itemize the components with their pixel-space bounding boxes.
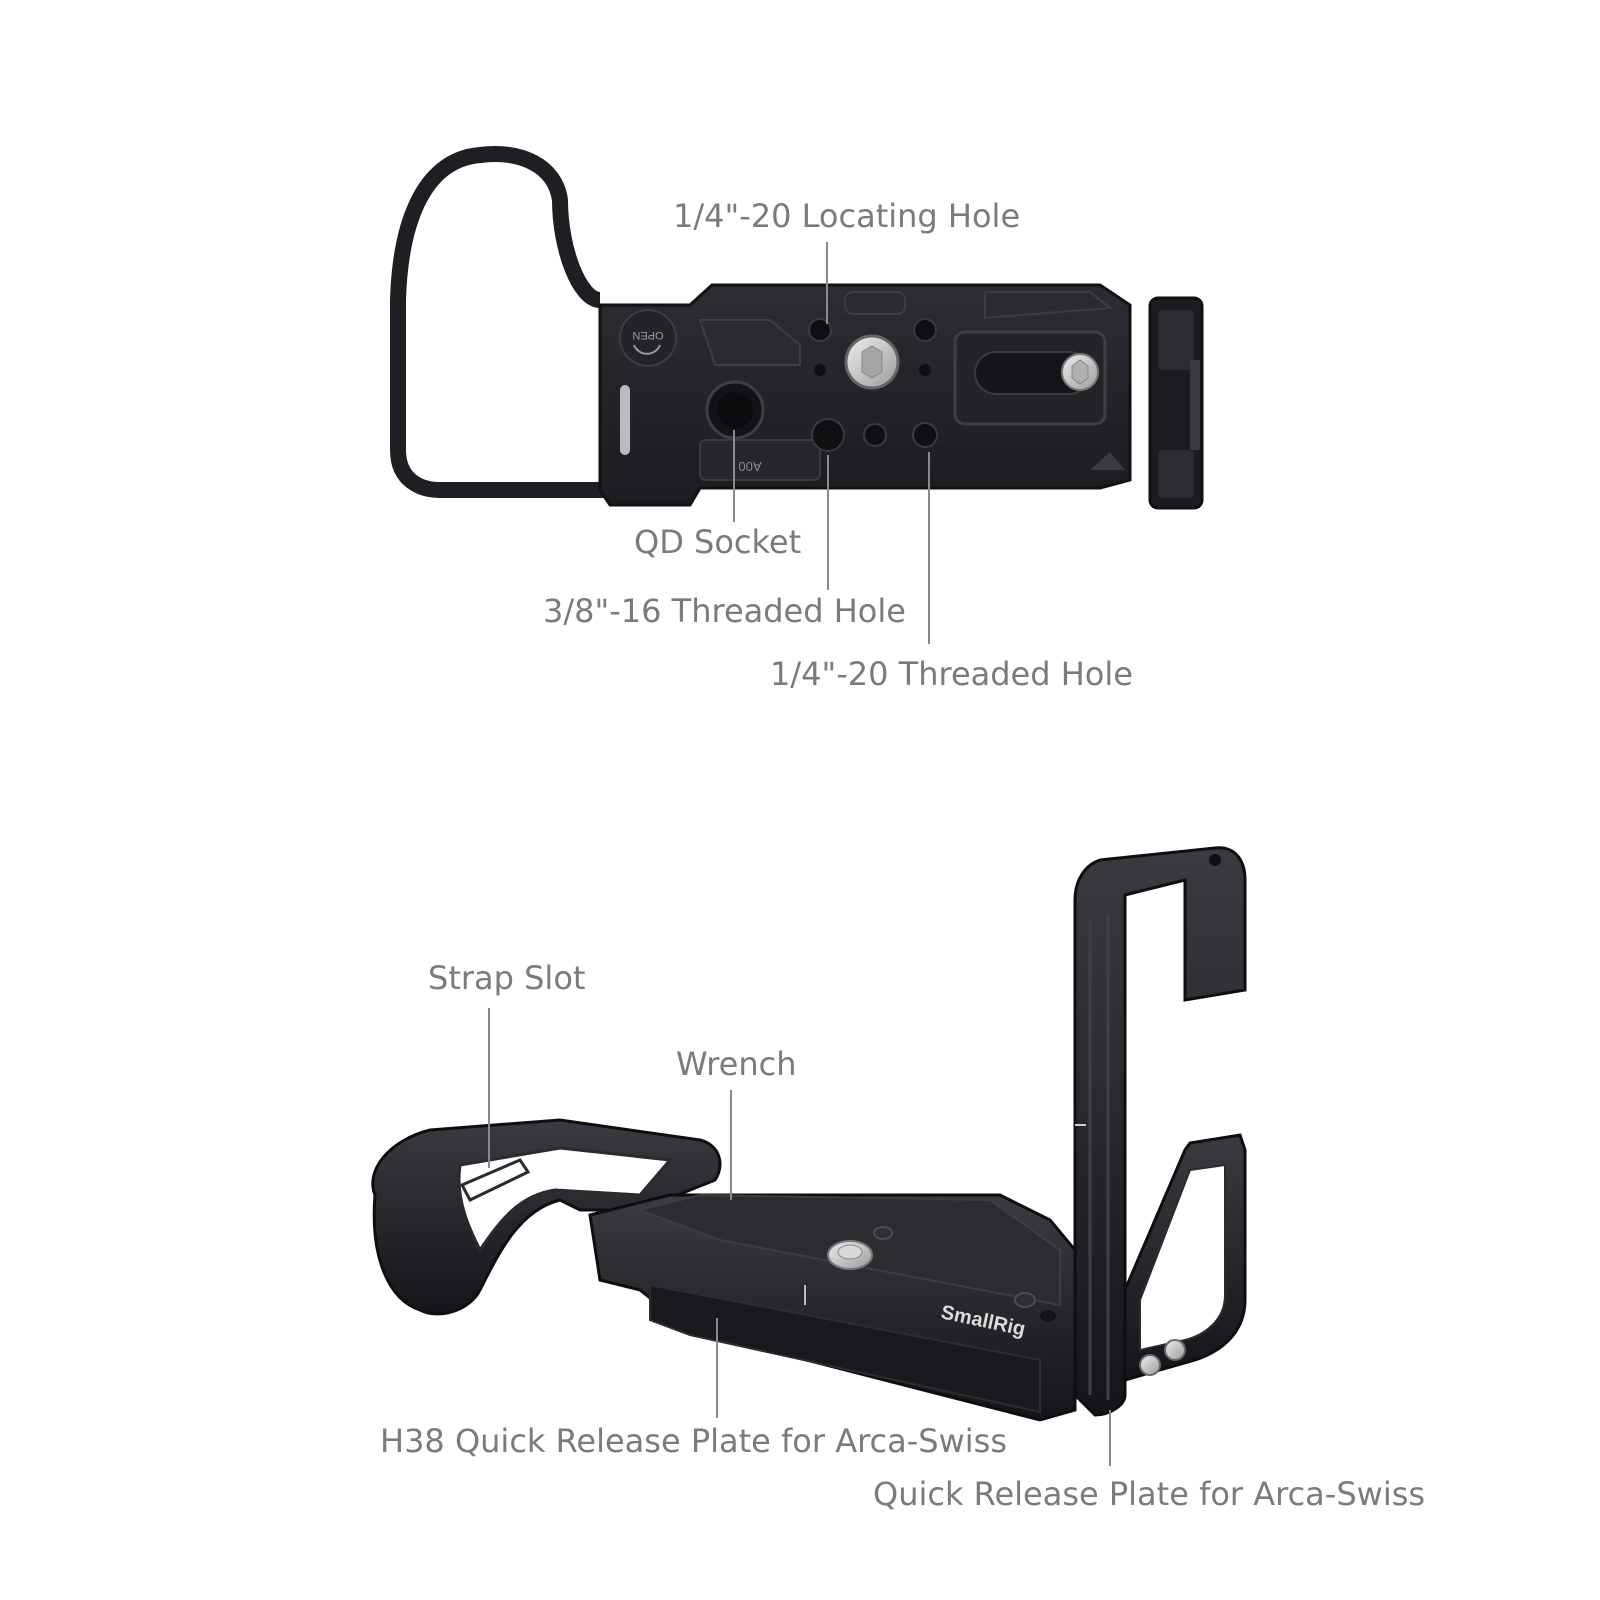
leader-strap-slot: [488, 1008, 490, 1168]
label-threaded-hole-14: 1/4"-20 Threaded Hole: [770, 655, 1133, 693]
label-side-plate: Quick Release Plate for Arca-Swiss: [873, 1475, 1426, 1513]
label-h38-plate: H38 Quick Release Plate for Arca-Swiss: [380, 1422, 1007, 1460]
leader-threaded-38: [827, 455, 829, 590]
open-engraving: OPEN: [632, 329, 663, 341]
open-lever: [619, 309, 677, 367]
label-strap-slot: Strap Slot: [428, 959, 586, 997]
leader-wrench: [730, 1090, 732, 1200]
leader-qd-socket: [733, 430, 735, 522]
label-qd-socket: QD Socket: [634, 523, 802, 561]
label-locating-hole: 1/4"-20 Locating Hole: [673, 197, 1021, 235]
leader-threaded-14: [928, 452, 930, 644]
leader-side-plate: [1109, 1410, 1111, 1466]
label-threaded-hole-38: 3/8"-16 Threaded Hole: [543, 592, 906, 630]
h38-rail: [649, 1283, 1041, 1414]
bracket-vertical-arm: [1073, 846, 1247, 1417]
label-wrench: Wrench: [676, 1045, 797, 1083]
locating-hole: [808, 318, 832, 342]
model-code-engraving: A00: [738, 459, 761, 474]
threaded-hole-38: [811, 418, 845, 452]
strap-slot: [459, 1158, 531, 1202]
threaded-hole-14: [912, 422, 938, 448]
leader-locating-hole: [826, 242, 828, 324]
leader-h38-plate: [716, 1318, 718, 1418]
grip-loop: [390, 146, 610, 498]
